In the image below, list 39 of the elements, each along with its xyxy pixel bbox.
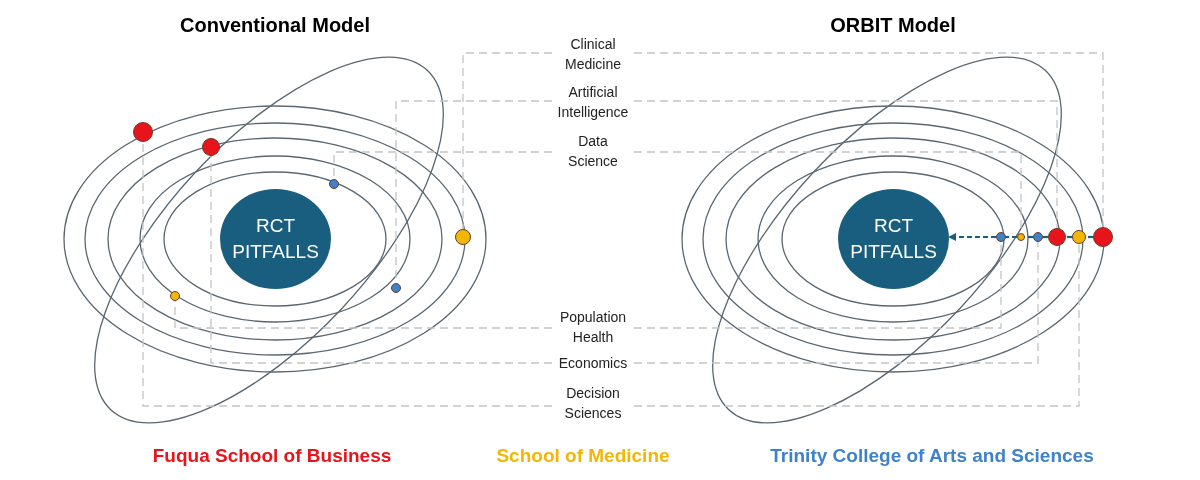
connector-line [1066, 235, 1072, 239]
connector-line [633, 100, 1058, 229]
legend-entry: School of Medicine [495, 444, 671, 468]
planet [202, 138, 220, 156]
planet [391, 283, 401, 293]
planet [170, 291, 180, 301]
planet [1093, 227, 1113, 247]
discipline-label: Economics [552, 353, 634, 373]
planet [1033, 232, 1043, 242]
planet [996, 232, 1006, 242]
connector-line [210, 155, 553, 364]
core-label: RCT PITFALLS [232, 214, 319, 264]
planet [1017, 233, 1025, 241]
connector-line [462, 52, 553, 230]
planet [329, 179, 339, 189]
discipline-label: Decision Sciences [552, 383, 634, 423]
core-label: RCT PITFALLS [850, 214, 937, 264]
discipline-label: Data Science [552, 131, 634, 171]
discipline-label: Clinical Medicine [552, 34, 634, 74]
connector-line [142, 141, 553, 407]
connector-line [1086, 235, 1093, 239]
model-title: Conventional Model [179, 13, 371, 38]
connector-line [174, 300, 553, 329]
planet [455, 229, 471, 245]
planet [1048, 228, 1066, 246]
planet [133, 122, 153, 142]
model-title: ORBIT Model [829, 13, 957, 38]
legend-entry: Trinity College of Arts and Sciences [769, 444, 1095, 468]
connector-line [633, 243, 1080, 407]
discipline-label: Population Health [552, 307, 634, 347]
discipline-label: Artificial Intelligence [552, 82, 634, 122]
arrow [948, 233, 996, 241]
connector-line [633, 241, 1039, 364]
legend-entry: Fuqua School of Business [151, 444, 393, 468]
connector-line [1006, 235, 1017, 239]
connector-line [1025, 235, 1033, 239]
connector-line [633, 52, 1104, 228]
planet [1072, 230, 1086, 244]
connector-line [1043, 235, 1048, 239]
